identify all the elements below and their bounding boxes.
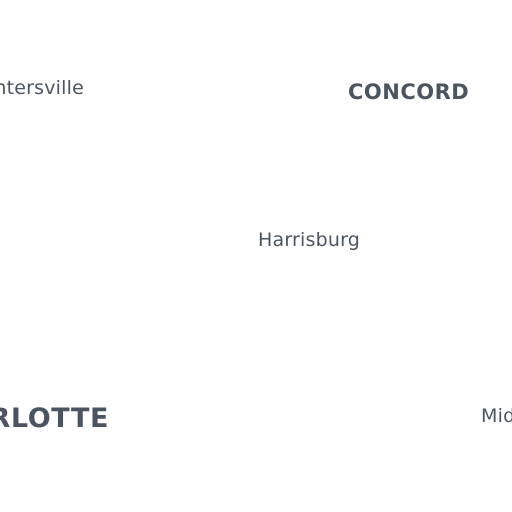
place-label-harrisburg: Harrisburg (258, 229, 361, 251)
place-label-charlotte: RLOTTE (0, 403, 109, 434)
place-label-concord: CONCORD (348, 80, 470, 104)
place-label-huntersville: ntersville (0, 77, 84, 99)
place-label-mid: Mid (481, 405, 512, 427)
